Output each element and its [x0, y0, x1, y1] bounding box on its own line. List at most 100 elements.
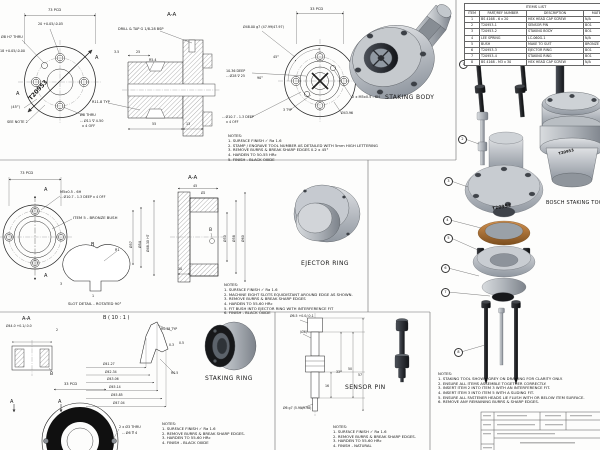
dim-label: 10: [178, 267, 183, 271]
dim-label: 3: [60, 282, 63, 286]
panel-dividers: [0, 0, 457, 450]
note-line: 3. HARDEN TO 55-60 HRc: [162, 435, 211, 441]
balloon-6: 6: [441, 264, 450, 273]
dim-label: Ø60: [241, 235, 245, 242]
exploded-staking-body: [464, 131, 544, 218]
dim-label: ⌴ Ø10.7 - 1.3 DEEP x 4 OFF: [60, 195, 106, 199]
dim-label: 90°: [257, 76, 263, 80]
notes-title: NOTES:: [228, 133, 243, 138]
view-staking-ring-section: [11, 340, 53, 376]
dim-label: x 4 OFF: [226, 120, 239, 124]
exploded-sensor-pin: [476, 111, 489, 166]
dim-label: Ø41.27: [103, 362, 115, 366]
dim-label: Ø42.34: [105, 369, 117, 374]
note-line: 5. FIT BUSH INTO EJECTOR RING WITH INTER…: [224, 305, 334, 311]
dim-label: A: [58, 399, 62, 405]
dim-label: ⌴ Ø11 ∇ 4.50: [80, 118, 104, 123]
dim-label: Ø43.96: [341, 111, 354, 115]
dim-label: A: [44, 187, 48, 193]
notes-title: NOTES:: [162, 421, 177, 426]
note-line: 1. SURFACE FINISH ✓ Ra 1.6: [228, 138, 282, 144]
note-line: 3. REMOVE BURRS & BREAK SHARP EDGES: [224, 296, 306, 302]
view-detail-b: [86, 321, 176, 408]
dim-label: ⌴ Ø6 ∇ 4: [122, 430, 138, 435]
stamp-text: T20953: [557, 147, 575, 156]
stamp-text: T20953: [491, 203, 512, 212]
balloon-leaders: [447, 63, 491, 353]
dim-label: Ø6.5 +0.0/-0.1: [290, 314, 314, 318]
notes-title: NOTES:: [333, 424, 348, 429]
dim-label: Ø45.14: [109, 385, 121, 389]
view-title-staking-ring: STAKING RING: [205, 375, 253, 382]
exploded-bronze-bush: [477, 220, 531, 246]
dim-label: (45°): [11, 105, 20, 109]
dim-label: 16: [325, 384, 330, 388]
render-assembled-tool: [539, 62, 600, 188]
dim-label: DRILL & TAP G 1/8-28 BSP: [118, 27, 164, 31]
dim-label: ⌴ Ø10.7 - 1.3 DEEP: [222, 115, 254, 119]
dim-label: Ø48.30 H7: [146, 234, 150, 252]
view-title-section-aa: A-A: [22, 316, 31, 322]
items-cell: BO1: [583, 52, 600, 60]
items-cell: N/A: [583, 58, 600, 67]
dim-label: 73 PCD: [48, 8, 62, 12]
items-cell: HEX HEAD CAP SCREW: [526, 58, 584, 67]
items-cell: BO1: [583, 46, 600, 54]
render-staking-body: [349, 4, 452, 99]
screws-bottom: [481, 300, 521, 385]
render-sensor-pin: [394, 318, 410, 383]
dim-label: Ø43.06: [107, 377, 119, 381]
dim-label: Ø44.0 +0.1/-0.0: [6, 324, 32, 328]
notes-title: NOTES:: [438, 371, 453, 376]
view-staking-ring-front: [12, 388, 120, 450]
dim-label: 0.5: [179, 341, 185, 345]
items-cell: BS 4168 - M3 x 30: [479, 58, 527, 67]
note-line: 5. FINISH - BLACK OXIDE: [228, 156, 275, 162]
dim-label: SEE NOTE 2: [7, 120, 28, 124]
dim-label: Ø54: [137, 241, 142, 248]
title-block-text-smudges: [483, 415, 592, 449]
note-line: 2. ENSURE ALL ITEMS ASSEMBLE TOGETHER CO…: [438, 380, 547, 386]
render-exploded-assembly: [447, 56, 544, 385]
note-line: 2. STAMP / ENGRAVE TOOL NUMBER AS DETAIL…: [228, 142, 378, 148]
view-title-ejector-ring: EJECTOR RING: [301, 260, 349, 267]
dim-label: 25: [136, 50, 141, 54]
balloon-8: 8: [454, 348, 463, 357]
dim-label: R0.5: [171, 371, 179, 375]
dim-label: 18 +0.05/-0.00: [0, 49, 25, 53]
note-line: 1. SURFACE FINISH ✓ Ra 1.6: [333, 429, 387, 435]
note-line: 4. HARDEN TO 55-60 HRc: [224, 301, 273, 306]
view-sensor-pin: [299, 313, 365, 416]
dim-label: (Ø6): [300, 330, 308, 334]
dim-label: 2: [56, 328, 59, 332]
dim-label: A: [16, 91, 20, 97]
note-line: 6. REMOVE ANY REMAINING BURRS & SHARP ED…: [438, 399, 539, 405]
dim-label: 50: [348, 367, 353, 371]
note-line: 3. REMOVE BURRS & BREAK SHARP EDGES 0.2 …: [228, 147, 329, 153]
dim-label: 10.36 DEEP: [226, 69, 246, 73]
dim-label: 45: [193, 183, 198, 188]
notes-title: NOTES:: [224, 282, 239, 287]
balloon-7: 7: [441, 288, 450, 297]
dim-label: 33 PCD: [64, 382, 78, 386]
render-staking-ring: [204, 321, 257, 371]
dim-label: Ø58: [232, 235, 236, 242]
dim-label: 33: [336, 370, 341, 374]
dim-label: 20 +0.05/-0.05: [38, 22, 63, 26]
dim-label: SLOT DETAIL - ROTATED 90°: [68, 301, 122, 306]
note-line: 4. FINISH - NATURAL: [333, 443, 372, 448]
dim-label: B: [209, 228, 213, 233]
note-line: 1. SURFACE FINISH ✓ Ra 1.6: [224, 287, 278, 293]
view-bronze-bush: [0, 177, 142, 292]
dim-label: B: [50, 372, 54, 377]
